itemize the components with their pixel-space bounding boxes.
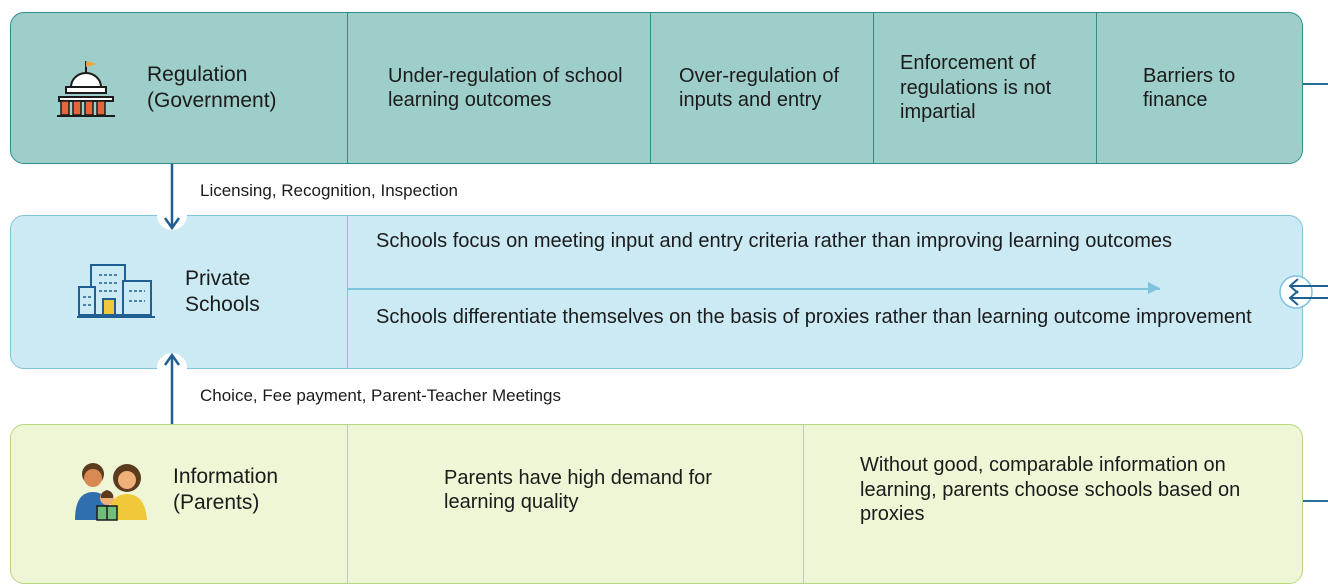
schools-title-line1: Private <box>185 267 251 291</box>
parents-band: Information (Parents) Parents have high … <box>10 424 1303 584</box>
parents-to-schools-label: Choice, Fee payment, Parent-Teacher Meet… <box>200 386 561 405</box>
regulation-header: Regulation (Government) <box>11 13 347 163</box>
regulation-issue-1: Under-regulation of school learning outc… <box>347 13 650 163</box>
regulation-issue-3-text: Enforcement of regulations is not impart… <box>900 52 1052 124</box>
gov-to-schools-label: Licensing, Recognition, Inspection <box>200 181 458 200</box>
parents-title-sub: (Parents) <box>173 491 260 514</box>
regulation-title-sub: (Government) <box>147 89 277 112</box>
parents-title-main: Information <box>173 465 279 489</box>
schools-issue-1: Schools focus on meeting input and entry… <box>376 228 1256 254</box>
parents-issue-1: Parents have high demand for learning qu… <box>347 425 803 583</box>
schools-title-line2: Schools <box>185 293 260 316</box>
parents-issue-2-text: Without good, comparable information on … <box>860 454 1241 526</box>
regulation-issue-2-text: Over-regulation of inputs and entry <box>679 64 840 111</box>
schools-band: Private Schools Schools focus on meeting… <box>10 215 1303 369</box>
regulation-issue-1-text: Under-regulation of school learning outc… <box>388 64 623 111</box>
parents-header: Information (Parents) <box>11 425 347 583</box>
schools-header: Private Schools <box>11 216 347 368</box>
regulation-title-main: Regulation <box>147 63 248 87</box>
schools-issue-1-text: Schools focus on meeting input and entry… <box>376 230 1172 252</box>
regulation-issue-3: Enforcement of regulations is not impart… <box>873 13 1096 163</box>
parents-title: Information (Parents) <box>173 464 278 515</box>
regulation-band: Regulation (Government) Under-regulation… <box>10 12 1303 164</box>
schools-divider <box>348 288 1160 290</box>
government-building-icon <box>57 61 115 117</box>
regulation-title: Regulation (Government) <box>147 62 277 113</box>
parents-issue-1-text: Parents have high demand for learning qu… <box>444 466 712 513</box>
school-building-icon <box>77 264 155 318</box>
schools-issue-2-text: Schools differentiate themselves on the … <box>376 306 1252 328</box>
regulation-issue-4: Barriers to finance <box>1096 13 1302 163</box>
schools-issue-2: Schools differentiate themselves on the … <box>376 304 1256 330</box>
parents-issue-2: Without good, comparable information on … <box>803 425 1302 583</box>
schools-top-notch <box>157 200 187 230</box>
regulation-issue-2: Over-regulation of inputs and entry <box>650 13 873 163</box>
schools-bottom-notch <box>157 353 187 383</box>
schools-divider-arrowhead-icon <box>1148 282 1160 294</box>
schools-title: Private Schools <box>185 266 260 317</box>
schools-issues: Schools focus on meeting input and entry… <box>347 216 1302 368</box>
parents-with-child-icon <box>75 463 147 521</box>
regulation-issue-4-text: Barriers to finance <box>1143 64 1236 111</box>
